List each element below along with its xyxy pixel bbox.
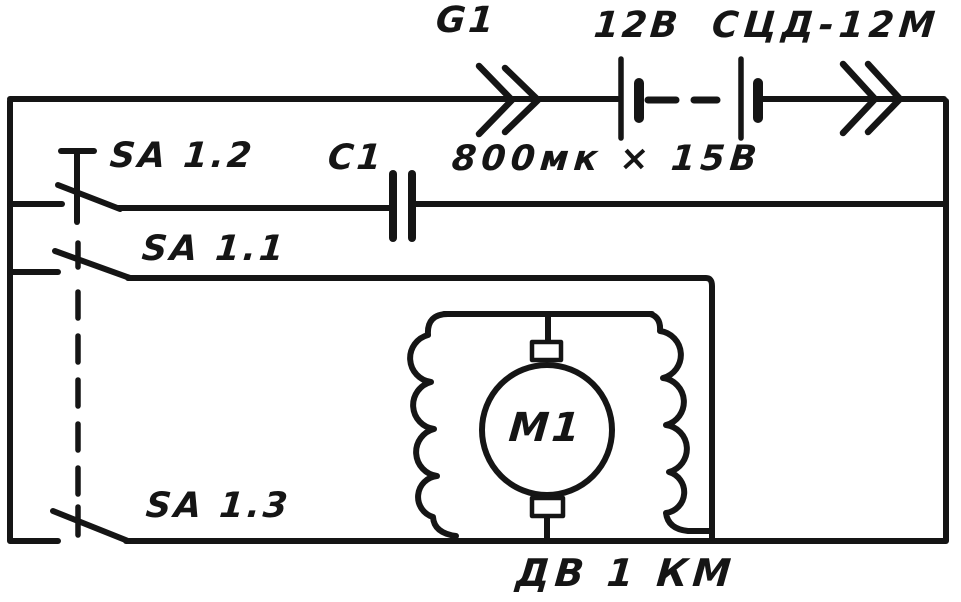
row-sa11-wire — [7, 269, 715, 541]
label-motor-model: ДВ 1 КМ — [514, 551, 738, 595]
switch-lever — [52, 248, 133, 281]
connector-right-icon — [839, 60, 904, 137]
switch-sa13-symbol — [50, 508, 131, 544]
field-coil-right — [647, 311, 713, 534]
label-generator: G1 — [434, 0, 499, 41]
label-motor: М1 — [506, 405, 585, 451]
label-capacitor: C1 — [326, 138, 386, 178]
switch-lever — [50, 508, 131, 544]
right-edge-and-bottom-rail — [123, 98, 949, 544]
motor-body — [479, 362, 615, 498]
label-switch-sa13: SA 1.3 — [144, 486, 293, 526]
battery-symbol — [618, 56, 763, 141]
motor-brush-bottom — [529, 495, 566, 519]
motor-symbol — [407, 311, 713, 543]
capacitor-symbol — [389, 170, 416, 242]
switch-lever — [55, 182, 123, 212]
field-coil-left — [407, 311, 459, 539]
label-switch-sa12: SA 1.2 — [108, 136, 257, 176]
switch-sa12-symbol — [55, 148, 123, 225]
motor-brush-top — [529, 339, 564, 363]
label-capacitor-rating: 800мк × 15В — [450, 139, 764, 179]
label-battery-voltage: 12В — [592, 5, 683, 46]
label-switch-sa11: SA 1.1 — [140, 229, 289, 269]
row-capacitor-wire — [7, 201, 949, 211]
switch-sa11-symbol — [52, 248, 133, 281]
connector-left-icon — [475, 62, 542, 138]
label-battery-model: СЦД-12М — [710, 5, 942, 46]
frame-wires — [7, 96, 949, 544]
left-edge-and-bottom-stub — [7, 98, 61, 544]
